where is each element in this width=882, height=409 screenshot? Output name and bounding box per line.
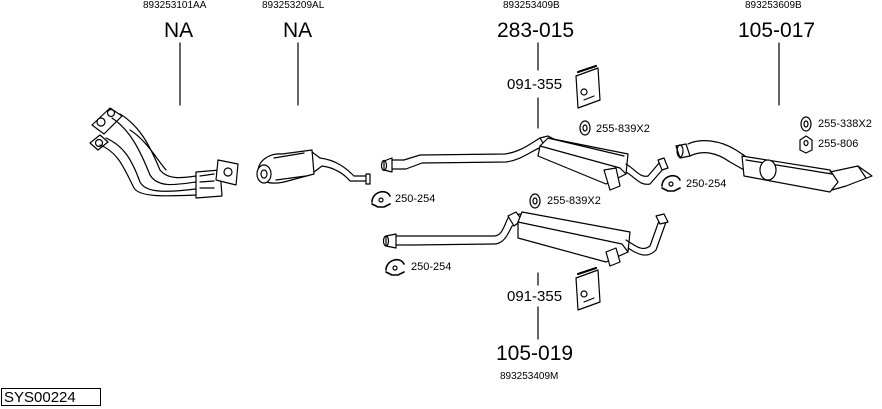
mounting-kit-top bbox=[575, 64, 601, 109]
rear-silencer bbox=[675, 140, 873, 193]
exhaust-manifold bbox=[89, 107, 239, 199]
rubber-hanger-rear-a bbox=[800, 116, 812, 132]
oe-number-front-pipe: 893253209AL bbox=[262, 0, 325, 11]
fitting-rubber-rear-a: 255-338X2 bbox=[818, 118, 872, 130]
alt-center-silencer bbox=[382, 211, 669, 267]
diagram-code: SYS00224 bbox=[1, 388, 101, 406]
leader-lines bbox=[179, 42, 780, 340]
clamp-front bbox=[371, 190, 391, 208]
fitting-rubber-center-bottom: 255-839X2 bbox=[547, 195, 601, 207]
mounting-kit-bottom bbox=[575, 266, 601, 311]
part-number-alt-center-box: 105-019 bbox=[496, 342, 574, 365]
fitting-mount-bottom: 091-355 bbox=[507, 288, 563, 305]
rubber-hanger-rear-b bbox=[799, 135, 813, 154]
part-number-center-box: 283-015 bbox=[497, 19, 575, 42]
fitting-rubber-center-top: 255-839X2 bbox=[596, 123, 650, 135]
rubber-hanger-center-bottom bbox=[529, 193, 541, 209]
rubber-hanger-center-top bbox=[579, 120, 591, 136]
oe-number-alt-center: 893253409M bbox=[500, 371, 559, 382]
oe-number-center: 893253409B bbox=[503, 0, 560, 11]
clamp-alt bbox=[385, 258, 405, 276]
part-number-manifold: NA bbox=[164, 19, 194, 42]
part-number-rear-box: 105-017 bbox=[738, 19, 816, 42]
oe-number-rear: 893253609B bbox=[745, 0, 802, 11]
part-number-front-pipe: NA bbox=[283, 19, 313, 42]
oe-number-manifold: 893253101AA bbox=[143, 0, 207, 11]
center-silencer bbox=[380, 135, 669, 191]
fitting-rubber-rear-b: 255-806 bbox=[818, 138, 859, 150]
clamp-center-rear bbox=[661, 174, 681, 192]
fitting-clamp-alt: 250-254 bbox=[411, 261, 452, 273]
fitting-clamp-front: 250-254 bbox=[395, 193, 436, 205]
fitting-mount-top: 091-355 bbox=[507, 76, 563, 93]
front-pipe bbox=[256, 149, 371, 185]
fitting-clamp-center-rear: 250-254 bbox=[686, 178, 727, 190]
